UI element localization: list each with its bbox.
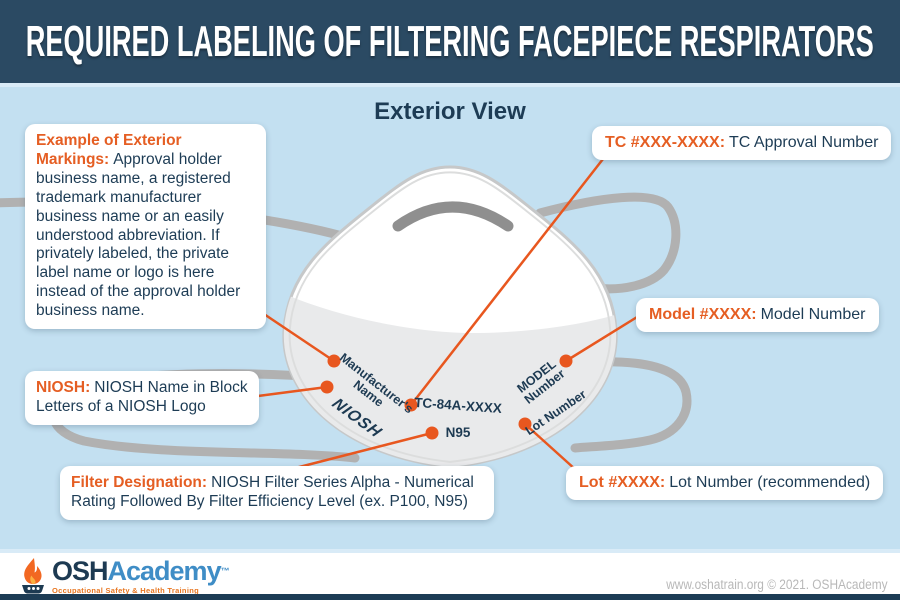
callout-line-exterior — [257, 308, 335, 363]
page-title: REQUIRED LABELING OF FILTERING FACEPIECE… — [26, 16, 874, 66]
logo-trademark: ™ — [220, 566, 230, 576]
callout-niosh-text: NIOSH Name in Block Letters of a NIOSH L… — [36, 379, 248, 415]
callout-lot-label: Lot #XXXX: — [579, 474, 666, 491]
header: REQUIRED LABELING OF FILTERING FACEPIECE… — [0, 0, 900, 87]
callout-exterior-markings-text: Approval holder business name, a registe… — [36, 150, 241, 320]
strap-lower-right-loop — [570, 357, 692, 453]
callout-dot-lot — [518, 417, 532, 431]
callout-niosh: NIOSH:NIOSH Name in Block Letters of a N… — [25, 371, 259, 425]
callout-dot-niosh — [320, 380, 334, 394]
callout-filter-text: NIOSH Filter Series Alpha - Numerical Ra… — [71, 474, 474, 510]
callout-dot-n95 — [425, 426, 439, 440]
mask-shading — [283, 293, 617, 467]
callout-dot-manufacturer — [327, 354, 341, 368]
callout-dot-tc — [404, 398, 418, 412]
oshacademy-wordmark: OSHAcademy™ Occupational Safety & Health… — [52, 556, 230, 596]
callout-dot-model — [559, 354, 573, 368]
callout-tc-text: TC Approval Number — [729, 134, 879, 151]
mask-marking-filter-rating: N95 — [445, 424, 471, 440]
callout-model-number: Model #XXXX:Model Number — [636, 298, 879, 332]
callout-model-text: Model Number — [760, 306, 866, 323]
logo-academy: Academy — [107, 556, 222, 586]
callout-exterior-markings: Example of Exterior Markings:Approval ho… — [25, 124, 266, 330]
oshacademy-logo: OSHAcademy™ Occupational Safety & Health… — [18, 556, 230, 596]
callout-niosh-label: NIOSH: — [36, 379, 91, 396]
logo-tagline: Occupational Safety & Health Training — [52, 586, 199, 595]
callout-filter-label: Filter Designation: — [71, 474, 208, 491]
callout-tc-approval: TC #XXX-XXXX:TC Approval Number — [592, 126, 892, 160]
callout-exterior-markings-label: Example of Exterior Markings: — [36, 132, 182, 168]
callout-line-niosh — [257, 385, 328, 398]
callout-lot-number: Lot #XXXX:Lot Number (recommended) — [566, 466, 884, 500]
callout-line-lot — [524, 423, 577, 471]
logo-osh: OSH — [52, 556, 109, 586]
footer: OSHAcademy™ Occupational Safety & Health… — [0, 549, 900, 598]
callout-line-model — [565, 312, 643, 363]
callout-tc-label: TC #XXX-XXXX: — [605, 134, 726, 151]
callout-line-tc — [410, 158, 604, 406]
section-title: Exterior View — [374, 98, 526, 125]
nose-clip — [392, 201, 514, 232]
mask-inner-rim — [288, 171, 612, 463]
oshacademy-flame-icon — [22, 558, 44, 594]
callout-lot-text: Lot Number (recommended) — [669, 474, 871, 491]
callout-model-label: Model #XXXX: — [649, 306, 757, 323]
strap-upper-right-loop — [535, 192, 681, 294]
footer-credit: www.oshatrain.org © 2021. OSHAcademy — [666, 577, 888, 592]
footer-bottom-strip — [0, 594, 900, 600]
callout-filter-designation: Filter Designation:NIOSH Filter Series A… — [60, 466, 494, 520]
